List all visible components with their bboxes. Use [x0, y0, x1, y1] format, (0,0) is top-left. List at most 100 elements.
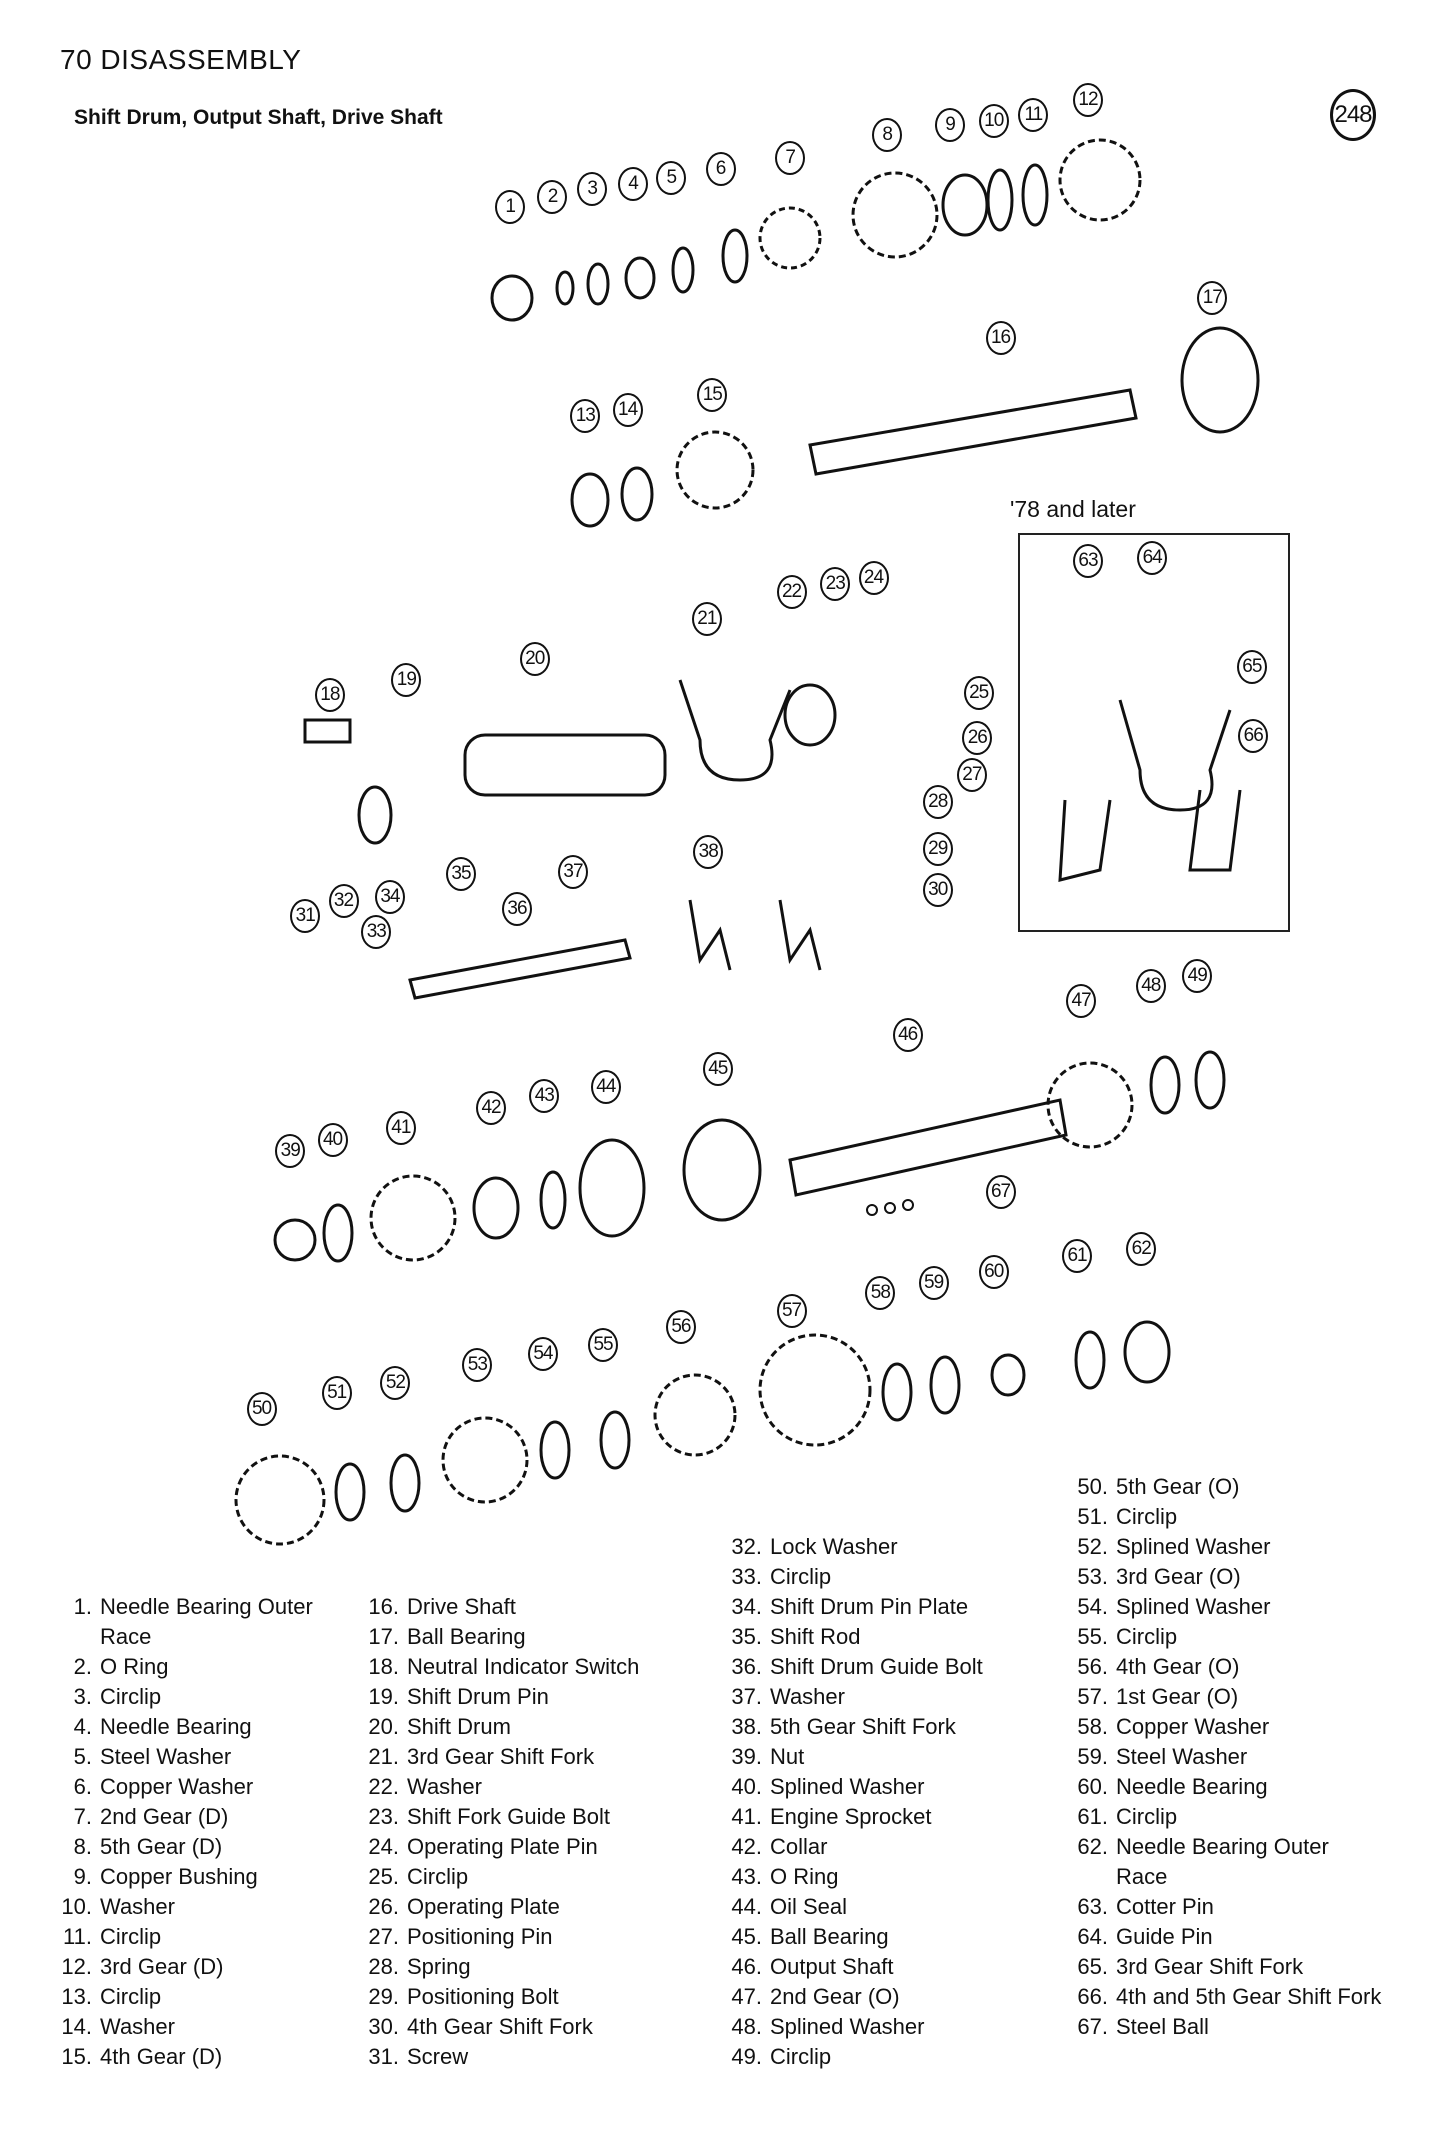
legend-item: 9.Copper Bushing: [48, 1862, 340, 1892]
callout-49: 49: [1182, 958, 1213, 993]
callout-64: 64: [1137, 540, 1168, 575]
legend-item-label: O Ring: [770, 1864, 839, 1889]
legend-item: 42. Collar: [718, 1832, 983, 1862]
legend-item-label: Screw: [407, 2044, 469, 2069]
legend-item: 3.Circlip: [48, 1682, 340, 1712]
legend-item: 33.Circlip: [718, 1562, 983, 1592]
gear-part: [441, 1416, 529, 1504]
legend-item: 22.Washer: [355, 1772, 639, 1802]
circlip-part: [334, 1462, 366, 1522]
drive-shaft-part: [808, 388, 1138, 476]
o-ring-part: [555, 270, 575, 306]
legend-item: 35.Shift Rod: [718, 1622, 983, 1652]
callout-14: 14: [612, 393, 643, 428]
legend-item-label: Circlip: [100, 1684, 162, 1709]
legend-item-label: Washer: [100, 1894, 175, 1919]
callout-36: 36: [501, 892, 532, 927]
legend-item-number: 63.: [1077, 1894, 1108, 1919]
output-shaft-part: [788, 1098, 1068, 1197]
gear-part: [1058, 138, 1142, 222]
callout-61: 61: [1062, 1238, 1093, 1273]
legend-item: 36.Shift Drum Guide Bolt: [718, 1652, 982, 1682]
steel-washer-part: [671, 246, 695, 294]
fork-part: [778, 899, 822, 971]
legend-item-label: Needle Bearing: [100, 1714, 252, 1739]
plate-part: [357, 785, 393, 845]
callout-11: 11: [1018, 98, 1049, 133]
legend-item: 65.3rd Gear Shift Fork: [1064, 1952, 1386, 1982]
legend-item-label: Shift Drum Pin: [407, 1684, 549, 1709]
washer-part: [539, 1420, 571, 1480]
legend-item: 57.1st Gear (O): [1064, 1682, 1386, 1712]
legend-item-label: Neutral Indicator Switch: [407, 1654, 640, 1679]
legend-item: 7.2nd Gear (D): [48, 1802, 340, 1832]
legend-item-number: 53.: [1077, 1564, 1108, 1589]
legend-item-label: Needle Bearing Outer Race: [100, 1594, 313, 1649]
legend-item-label: Oil Seal: [770, 1894, 848, 1919]
inset-fork-part: [1118, 699, 1232, 812]
legend-item-label: Steel Washer: [1116, 1744, 1248, 1769]
page-title: 70 DISASSEMBLY: [60, 44, 302, 75]
legend-item-number: 11.: [63, 1924, 92, 1949]
legend-item-label: Copper Bushing: [100, 1864, 258, 1889]
legend-item-label: Steel Ball: [1116, 2014, 1209, 2039]
callout-25: 25: [963, 676, 994, 711]
callout-32: 32: [328, 883, 359, 918]
legend-item: 19.Shift Drum Pin: [355, 1682, 639, 1712]
legend-item-label: 5th Gear Shift Fork: [770, 1714, 956, 1739]
legend-item: 14.Washer: [48, 2012, 340, 2042]
callout-22: 22: [776, 575, 807, 610]
legend-item-number: 24.: [368, 1834, 399, 1859]
circlip-part: [599, 1410, 631, 1470]
figure-number: 248: [1330, 89, 1376, 141]
legend-item: 20. Shift Drum: [355, 1712, 639, 1742]
legend-item-label: Ball Bearing: [407, 1624, 526, 1649]
gear-part: [675, 430, 755, 510]
shift-rod-part: [408, 938, 632, 1000]
circlip-part: [586, 262, 610, 306]
callout-6: 6: [705, 151, 736, 186]
legend-item-label: Drive Shaft: [407, 1594, 516, 1619]
legend-item-label: Collar: [770, 1834, 828, 1859]
legend-item: 61.Circlip: [1064, 1802, 1386, 1832]
legend-item: 21.3rd Gear Shift Fork: [355, 1742, 639, 1772]
operating-plate-part: [783, 683, 837, 747]
callout-17: 17: [1197, 281, 1228, 316]
legend-item-number: 37.: [731, 1684, 762, 1709]
callout-8: 8: [872, 117, 903, 152]
legend-item-label: Shift Drum Pin Plate: [770, 1594, 969, 1619]
inset-fork-part: [1058, 799, 1112, 882]
callout-2: 2: [537, 180, 568, 215]
legend-item: 6.Copper Washer: [48, 1772, 340, 1802]
legend-item-number: 30.: [368, 2014, 399, 2039]
legend-item-label: Steel Washer: [100, 1744, 232, 1769]
exploded-parts-diagram: [234, 138, 1260, 1546]
callout-63: 63: [1072, 543, 1103, 578]
callout-44: 44: [590, 1069, 621, 1104]
legend-item: 24.Operating Plate Pin: [355, 1832, 639, 1862]
legend-item-label: Splined Washer: [770, 2014, 925, 2039]
callout-9: 9: [935, 107, 965, 142]
needle-bearing-part: [624, 256, 656, 300]
callout-56: 56: [665, 1310, 696, 1345]
steel-ball-part: [884, 1202, 896, 1214]
legend-item: 58.Copper Washer: [1064, 1712, 1386, 1742]
legend-item-number: 59.: [1077, 1744, 1108, 1769]
legend-item-label: Circlip: [770, 1564, 832, 1589]
legend-item-label: Shift Drum: [407, 1714, 511, 1739]
legend-item-number: 21.: [368, 1744, 399, 1769]
legend-item-number: 44.: [731, 1894, 762, 1919]
switch-part: [303, 718, 352, 744]
legend-item: 50.5th Gear (O): [1064, 1472, 1386, 1502]
callout-24: 24: [858, 561, 889, 596]
callout-57: 57: [776, 1293, 807, 1328]
legend-item: 13.Circlip: [48, 1982, 340, 2012]
legend-item-number: 65.: [1077, 1954, 1108, 1979]
legend-item-number: 42.: [731, 1834, 762, 1859]
legend-item-label: Copper Washer: [100, 1774, 254, 1799]
inset-box-78-and-later: [1018, 533, 1290, 932]
legend-item-number: 20.: [368, 1714, 399, 1739]
callout-60: 60: [978, 1255, 1009, 1290]
legend-item-label: Needle Bearing Outer Race: [1116, 1834, 1329, 1889]
